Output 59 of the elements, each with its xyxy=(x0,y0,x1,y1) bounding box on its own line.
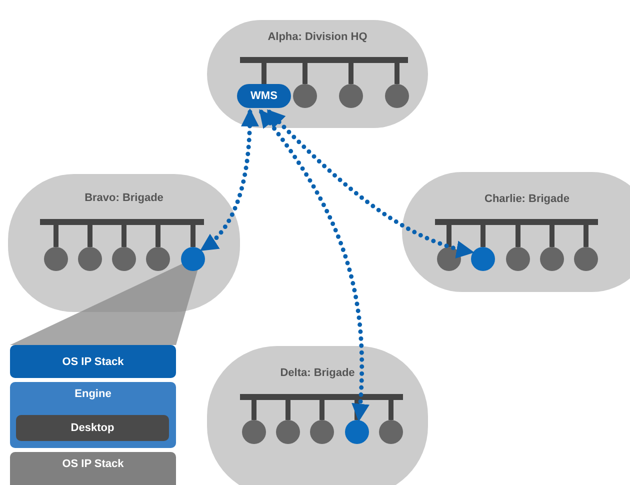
network-drop-line xyxy=(302,63,308,84)
layer-label: OS IP Stack xyxy=(62,458,124,470)
dotted-arrow xyxy=(266,109,474,258)
network-drop-line xyxy=(54,225,58,247)
host-node xyxy=(293,84,317,108)
network-drop-line xyxy=(388,400,394,420)
host-node xyxy=(471,247,495,271)
server-node xyxy=(237,84,291,108)
network-drop-line xyxy=(320,400,324,420)
network-drop-line xyxy=(480,225,486,247)
region-title: Charlie: Brigade xyxy=(484,193,570,205)
host-node xyxy=(242,420,266,444)
host-node xyxy=(540,247,564,271)
host-node xyxy=(78,247,102,271)
layer-label: OS IP Stack xyxy=(62,356,124,368)
network-drop-line xyxy=(252,400,256,420)
network-bus xyxy=(240,57,408,63)
host-node xyxy=(181,247,205,271)
network-drop-line xyxy=(190,225,196,247)
region-title: Alpha: Division HQ xyxy=(266,31,368,43)
network-drop-line xyxy=(584,225,588,247)
host-node xyxy=(379,420,403,444)
network-bus xyxy=(240,394,403,400)
network-drop-line xyxy=(262,63,266,84)
stack-layer xyxy=(10,345,176,378)
node-label: WMS xyxy=(250,90,278,102)
network-drop-line xyxy=(446,225,452,247)
stack-layer xyxy=(10,452,176,485)
network-drop-line xyxy=(88,225,92,247)
network-drop-line xyxy=(348,63,354,84)
dotted-arrow xyxy=(200,108,259,252)
host-node xyxy=(146,247,170,271)
network-drop-line xyxy=(550,225,554,247)
host-node xyxy=(112,247,136,271)
network-drop-line xyxy=(156,225,160,247)
network-drop-line xyxy=(394,63,400,84)
host-node xyxy=(345,420,369,444)
region-title: Delta: Brigade xyxy=(279,367,356,379)
host-node xyxy=(339,84,363,108)
stack-layer xyxy=(10,382,176,448)
host-node xyxy=(506,247,530,271)
network-bus xyxy=(435,219,598,225)
network-drop-line xyxy=(122,225,126,247)
stack-layer xyxy=(16,415,169,441)
network-drop-line xyxy=(286,400,290,420)
network-region xyxy=(402,172,630,292)
host-node xyxy=(574,247,598,271)
host-node xyxy=(44,247,68,271)
network-drop-line xyxy=(354,400,360,420)
region-title: Bravo: Brigade xyxy=(84,192,164,204)
zoom-projection xyxy=(10,262,200,345)
host-node xyxy=(276,420,300,444)
layer-label: Desktop xyxy=(70,422,114,434)
host-node xyxy=(385,84,409,108)
network-bus xyxy=(40,219,204,225)
layer-label: Engine xyxy=(74,388,112,400)
network-drop-line xyxy=(516,225,520,247)
dotted-arrow xyxy=(259,109,370,422)
host-node xyxy=(310,420,334,444)
